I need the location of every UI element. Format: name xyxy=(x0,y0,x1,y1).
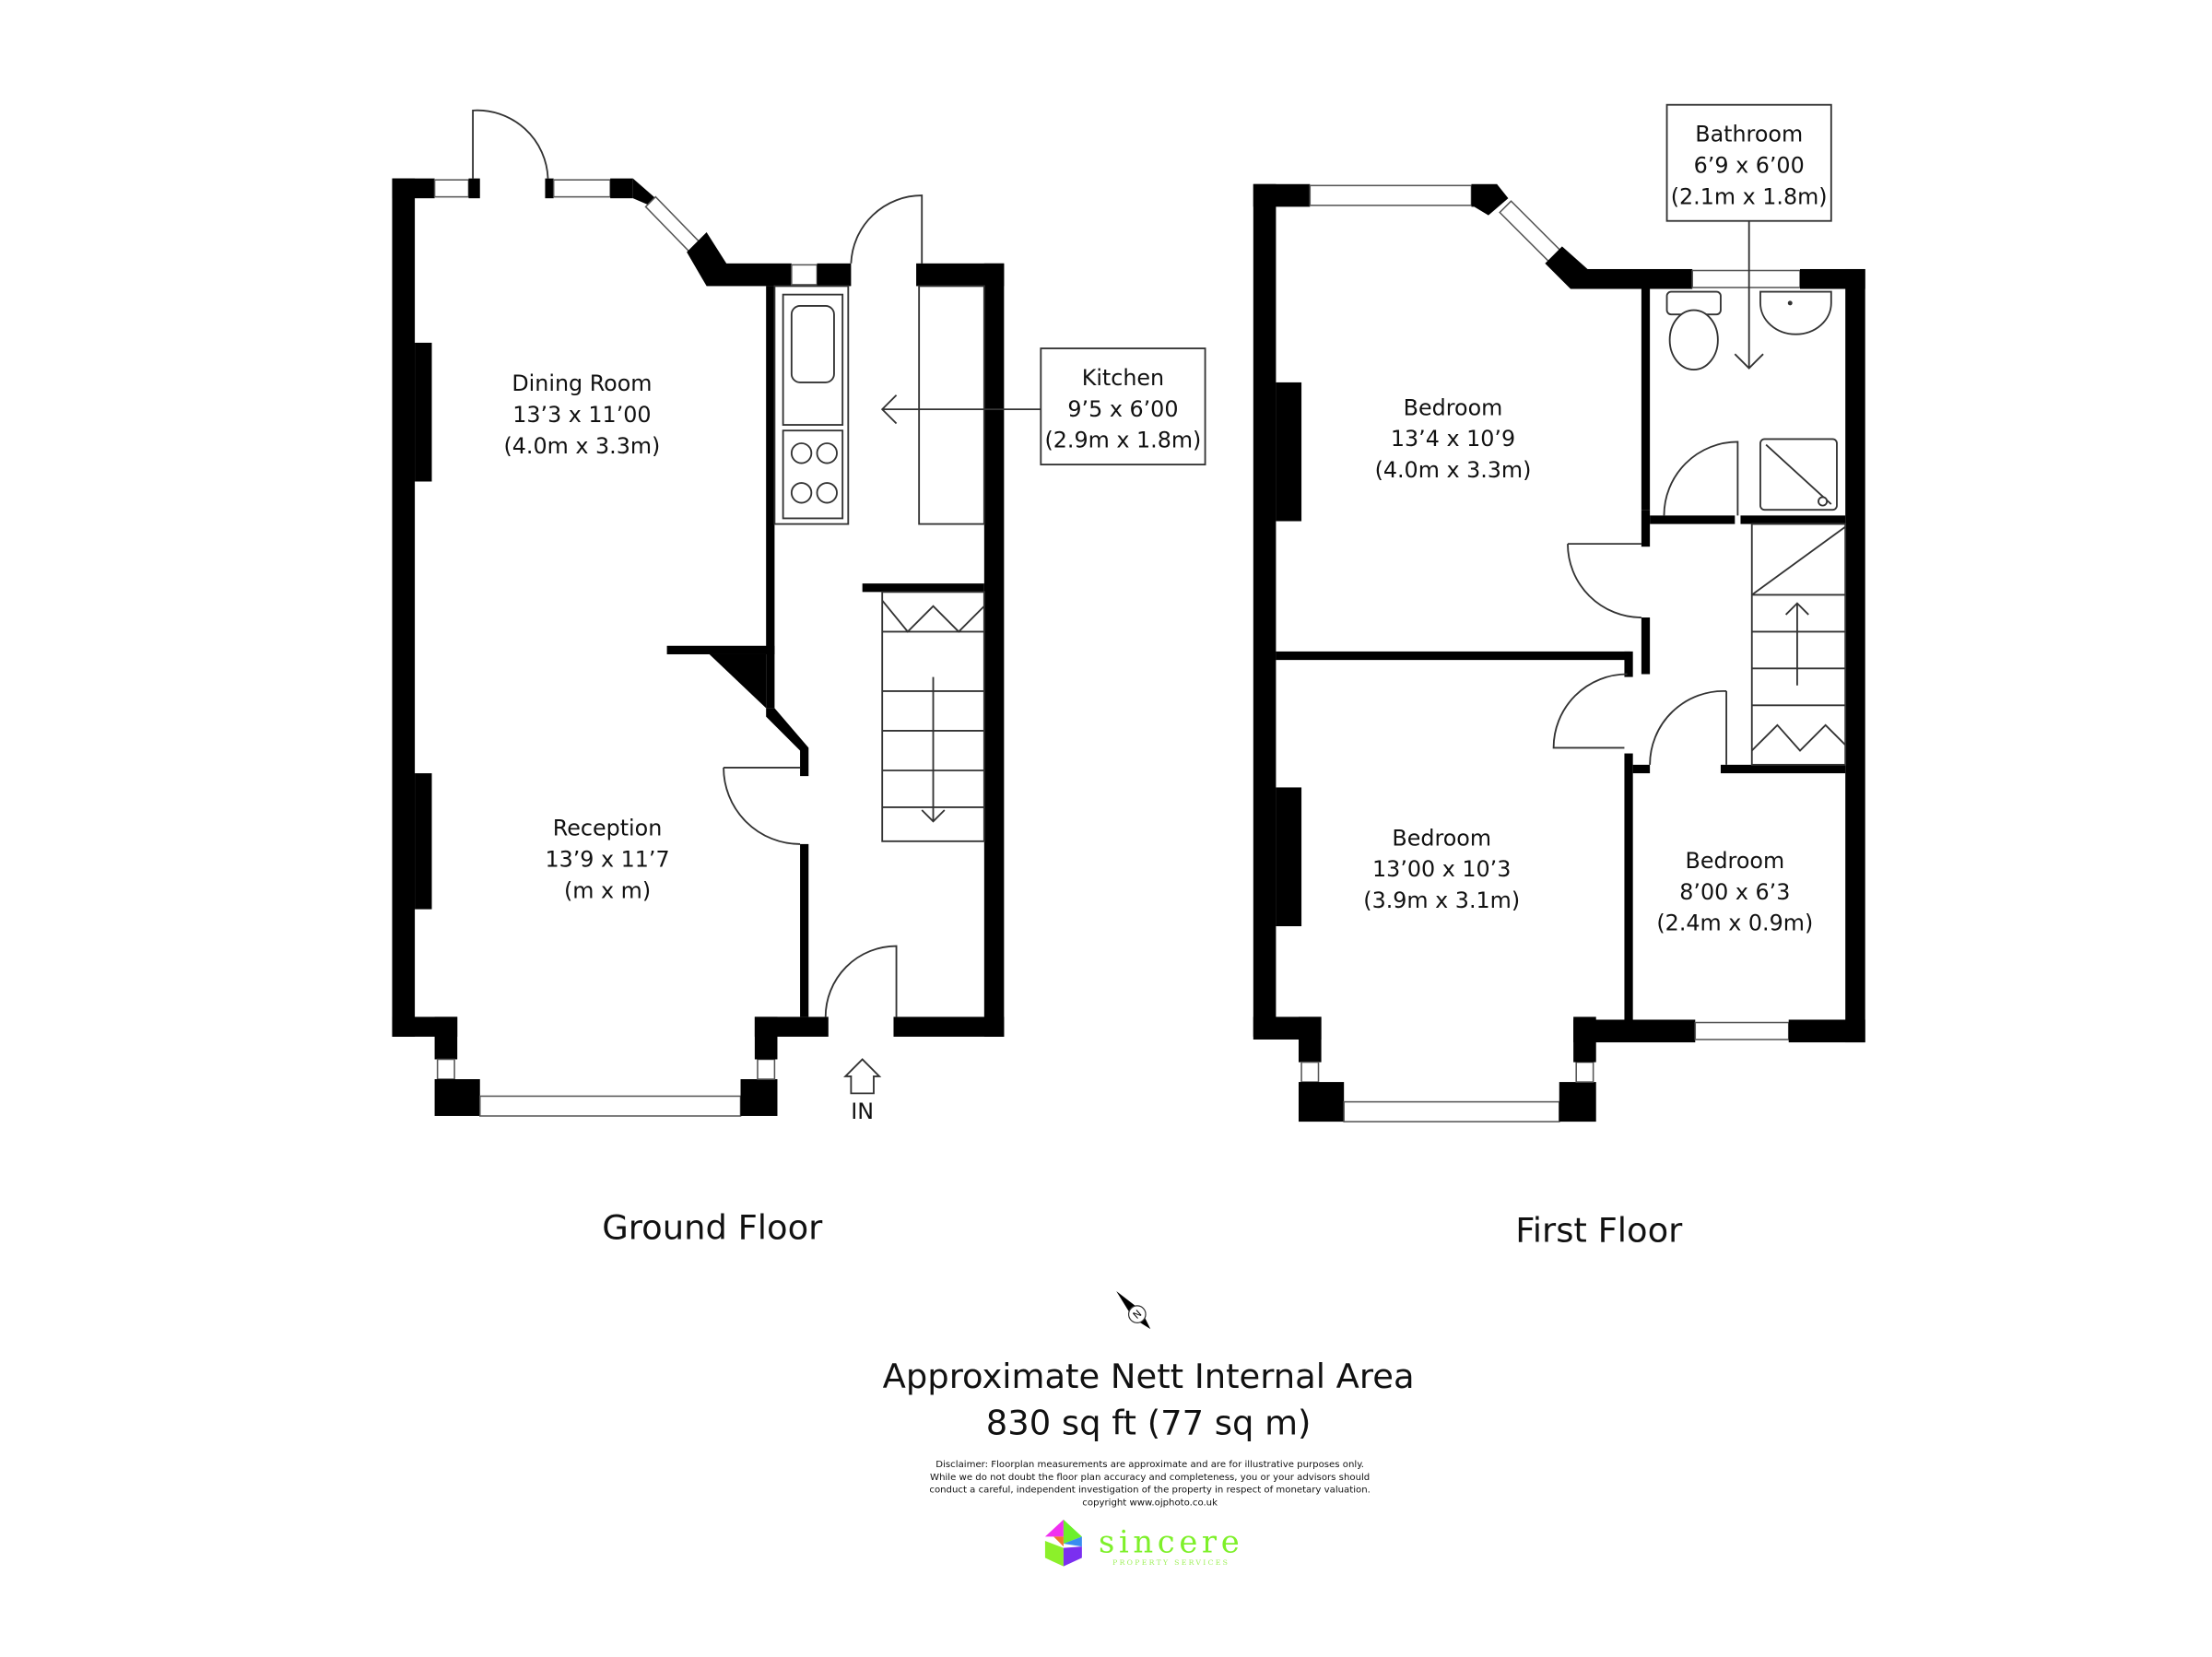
room-name: Dining Room xyxy=(512,370,652,396)
room-name: Bedroom xyxy=(1392,825,1491,851)
staircase xyxy=(881,591,985,842)
disclaimer-line: Disclaimer: Floorplan measurements are a… xyxy=(935,1460,1364,1470)
disclaimer-line: While we do not doubt the floor plan acc… xyxy=(930,1473,1370,1483)
room-name: Bedroom xyxy=(1685,848,1784,874)
room-size-metric: (2.4m x 0.9m) xyxy=(1656,911,1813,936)
room-label-kitchen: Kitchen 9’5 x 6’00 (2.9m x 1.8m) xyxy=(880,347,1206,465)
logo-wordmark: sincere xyxy=(1099,1523,1243,1559)
room-size-metric: (m x m) xyxy=(564,877,651,903)
room-name: Bedroom xyxy=(1404,394,1503,420)
area-value: 830 sq ft (77 sq m) xyxy=(986,1404,1312,1443)
room-size-metric: (4.0m x 3.3m) xyxy=(503,433,660,459)
doors xyxy=(1552,441,1739,765)
room-size-metric: (3.9m x 3.1m) xyxy=(1363,887,1520,913)
room-label-bedroom-3: Bedroom 8’00 x 6’3 (2.4m x 0.9m) xyxy=(1656,848,1813,936)
first-floor-plan: Bathroom 6’9 x 6’00 (2.1m x 1.8m) Bedroo… xyxy=(1253,103,1865,1251)
room-size-metric: (4.0m x 3.3m) xyxy=(1375,457,1532,483)
room-name: Kitchen xyxy=(1082,365,1164,391)
room-size-imperial: 13’3 x 11’00 xyxy=(512,402,651,428)
ground-floor-plan: IN Dining Room 13’3 x 11’00 (4.0m x 3.3m… xyxy=(392,109,1206,1248)
room-size-imperial: 13’00 x 10’3 xyxy=(1372,856,1511,882)
walls xyxy=(392,178,1005,1117)
ground-floor-title: Ground Floor xyxy=(602,1208,823,1248)
room-label-bathroom: Bathroom 6’9 x 6’00 (2.1m x 1.8m) xyxy=(1665,103,1832,370)
kitchen-fittings xyxy=(773,285,985,525)
area-heading: Approximate Nett Internal Area xyxy=(883,1357,1415,1396)
walls xyxy=(1253,183,1865,1122)
sincere-logo: sincere PROPERTY SERVICES xyxy=(1044,1519,1243,1567)
logo-tagline: PROPERTY SERVICES xyxy=(1112,1558,1230,1567)
room-label-dining-room: Dining Room 13’3 x 11’00 (4.0m x 3.3m) xyxy=(503,370,660,459)
room-size-imperial: 6’9 x 6’00 xyxy=(1694,152,1805,178)
room-label-bedroom-1: Bedroom 13’4 x 10’9 (4.0m x 3.3m) xyxy=(1375,394,1532,483)
entrance-arrow-icon xyxy=(843,1058,882,1095)
room-size-imperial: 13’4 x 10’9 xyxy=(1391,426,1515,452)
disclaimer-line: conduct a careful, independent investiga… xyxy=(929,1486,1371,1496)
doors xyxy=(472,109,924,1017)
room-name: Reception xyxy=(553,816,663,841)
room-name: Bathroom xyxy=(1695,122,1803,147)
room-size-metric: (2.1m x 1.8m) xyxy=(1671,183,1828,209)
room-label-reception: Reception 13’9 x 11’7 (m x m) xyxy=(545,816,669,904)
room-label-bedroom-2: Bedroom 13’00 x 10’3 (3.9m x 3.1m) xyxy=(1363,825,1520,913)
room-size-imperial: 13’9 x 11’7 xyxy=(545,846,669,872)
room-size-metric: (2.9m x 1.8m) xyxy=(1045,428,1202,453)
entrance-label: IN xyxy=(851,1099,874,1124)
room-size-imperial: 9’5 x 6’00 xyxy=(1067,396,1178,422)
copyright: copyright www.ojphoto.co.uk xyxy=(1082,1498,1218,1509)
bathroom-fittings xyxy=(1665,290,1838,511)
room-size-imperial: 8’00 x 6’3 xyxy=(1679,879,1790,905)
staircase xyxy=(1750,523,1847,766)
first-floor-title: First Floor xyxy=(1515,1211,1683,1251)
north-arrow-icon: N xyxy=(1116,1290,1151,1330)
